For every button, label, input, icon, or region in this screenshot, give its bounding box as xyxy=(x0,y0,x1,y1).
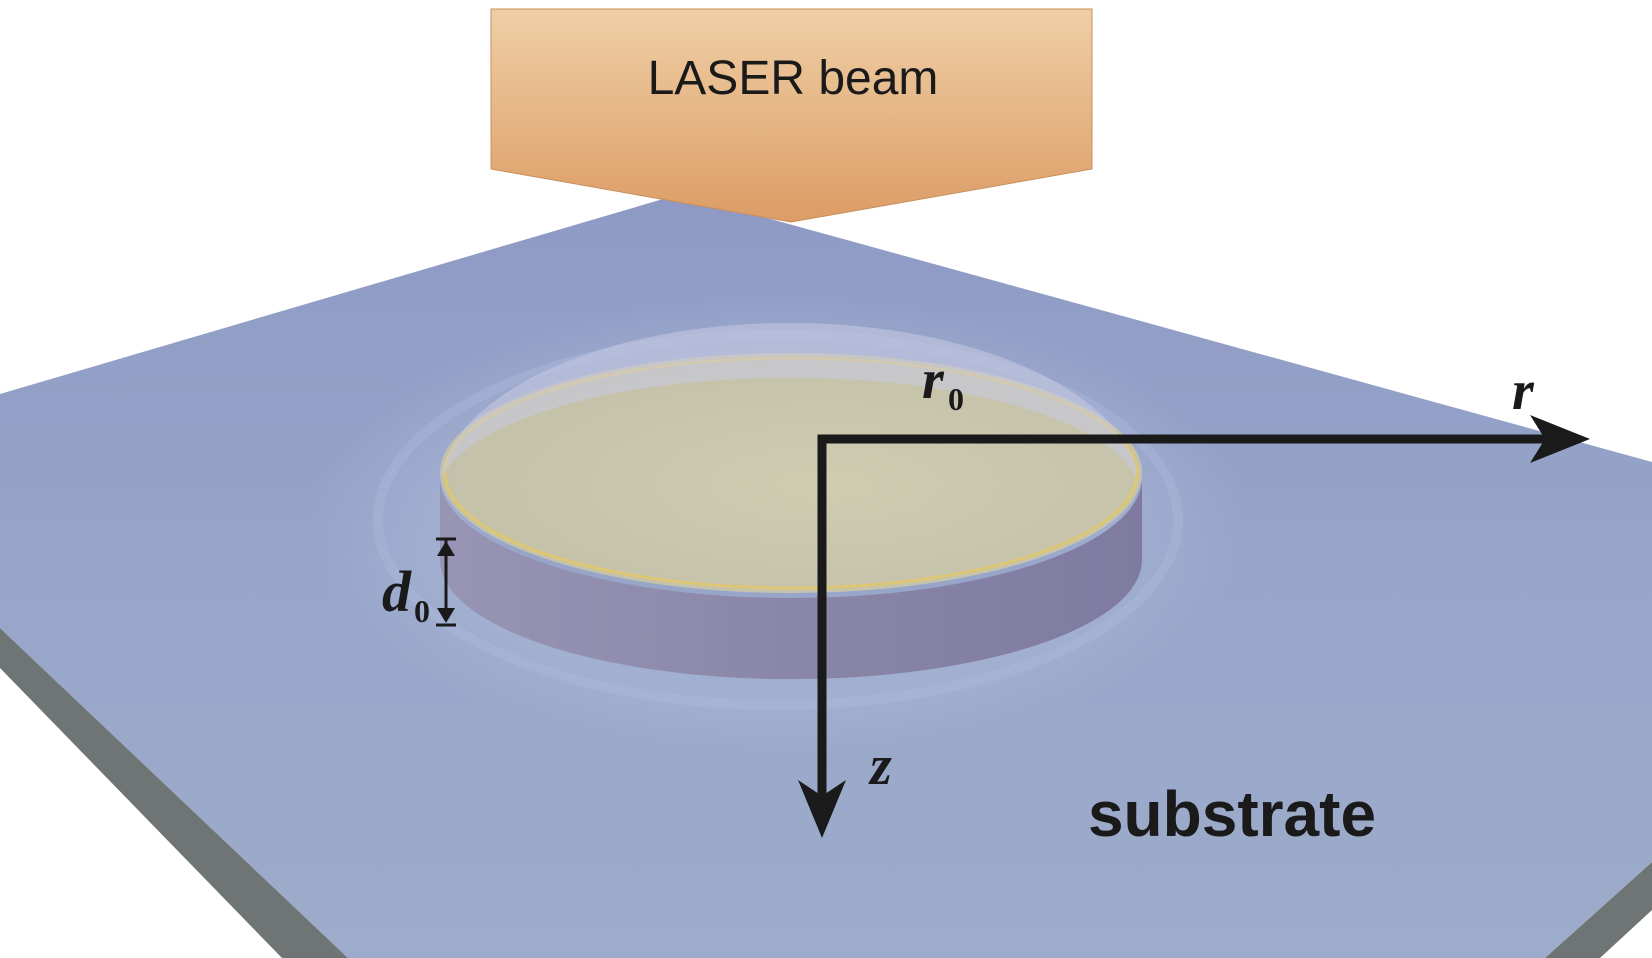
laser-beam-shape xyxy=(490,8,1093,223)
coordinate-axes: r z r 0 xyxy=(798,349,1590,838)
thickness-arrow-top xyxy=(437,541,455,556)
substrate-label: substrate xyxy=(1088,778,1376,850)
laser-beam-label: LASER beam xyxy=(648,52,939,105)
thickness-label-subscript: 0 xyxy=(414,593,430,629)
film-disk xyxy=(440,322,1142,680)
film-wall xyxy=(440,478,1142,680)
thickness-arrow-bottom xyxy=(437,608,455,623)
z-axis-line xyxy=(817,434,1545,806)
r-axis-label: r xyxy=(1512,360,1535,422)
radius-label-subscript: 0 xyxy=(948,381,964,417)
z-axis-label: z xyxy=(868,735,892,797)
radius-label-main: r xyxy=(922,349,945,411)
z-axis-arrowhead xyxy=(798,780,846,838)
thickness-indicator: d 0 xyxy=(382,537,456,629)
r-axis-arrowhead xyxy=(1530,415,1590,463)
film-top xyxy=(440,353,1142,593)
film-top-glow xyxy=(442,322,1136,478)
radius-label: r 0 xyxy=(922,349,964,417)
laser-beam: LASER beam xyxy=(490,8,1093,223)
thickness-label-main: d xyxy=(382,559,412,624)
